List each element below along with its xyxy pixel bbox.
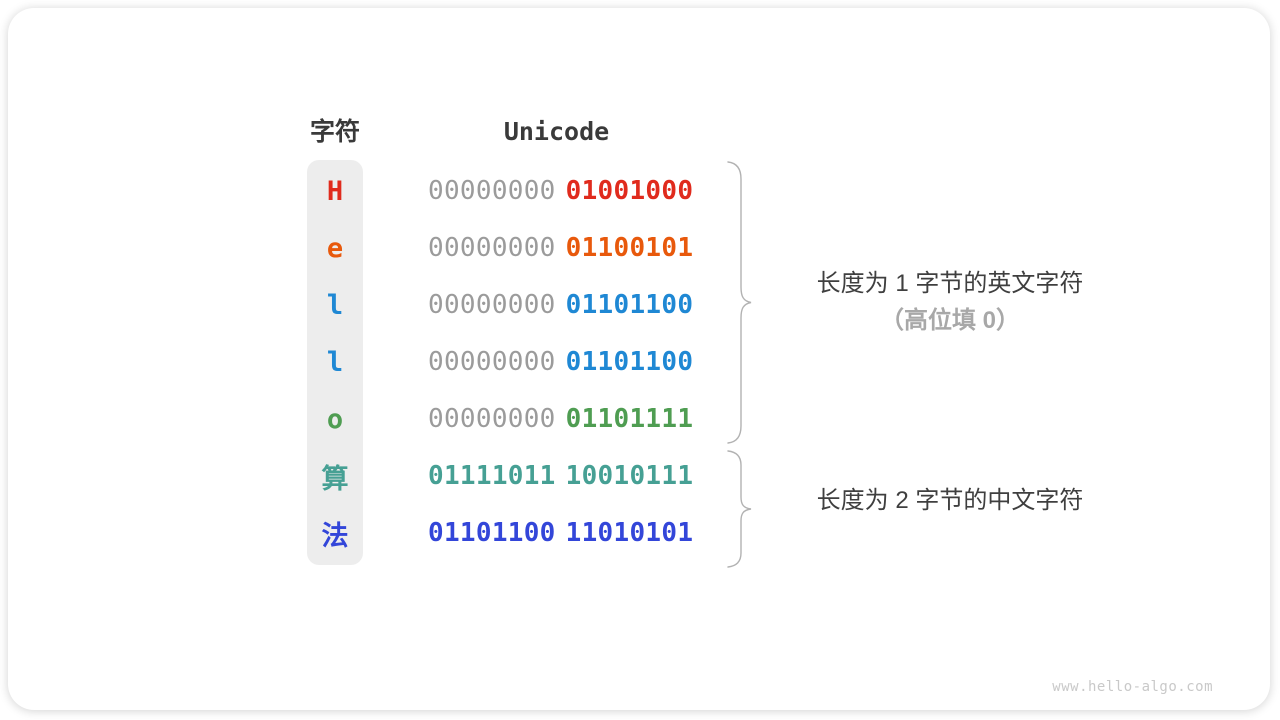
low-byte: 11010101 (565, 517, 694, 548)
low-byte: 01100101 (565, 232, 694, 263)
low-byte: 10010111 (565, 460, 694, 491)
annotation-english-line2: （高位填 0） (879, 307, 1020, 334)
unicode-binary-row: 01101100 11010101 (428, 504, 693, 561)
annotation-english-group: 长度为 1 字节的英文字符 （高位填 0） (770, 265, 1130, 339)
high-byte: 01111011 (428, 460, 556, 491)
unicode-binary-row: 00000000 01101111 (428, 390, 693, 447)
unicode-binary-column: 00000000 01001000 00000000 01100101 0000… (428, 162, 693, 561)
character-cell: e (326, 233, 344, 264)
character-cell: H (326, 176, 344, 207)
character-cell: 算 (321, 464, 349, 495)
high-byte: 00000000 (428, 175, 556, 206)
high-byte: 00000000 (428, 232, 556, 263)
annotation-english-line1: 长度为 1 字节的英文字符 (816, 270, 1084, 297)
character-cell: l (326, 347, 344, 378)
figure-card (8, 8, 1270, 710)
high-byte: 00000000 (428, 289, 556, 320)
unicode-binary-row: 00000000 01001000 (428, 162, 693, 219)
character-column: H e l l o 算 法 (307, 160, 363, 565)
unicode-column-header: Unicode (503, 117, 610, 146)
low-byte: 01101111 (565, 403, 694, 434)
low-byte: 01001000 (565, 175, 694, 206)
character-cell: o (326, 404, 344, 435)
unicode-binary-row: 00000000 01100101 (428, 219, 693, 276)
watermark: www.hello-algo.com (1052, 679, 1213, 695)
character-cell: l (326, 290, 344, 321)
unicode-binary-row: 01111011 10010111 (428, 447, 693, 504)
annotation-chinese-group: 长度为 2 字节的中文字符 (770, 482, 1130, 519)
unicode-binary-row: 00000000 01101100 (428, 333, 693, 390)
char-column-header: 字符 (309, 118, 360, 146)
high-byte: 00000000 (428, 403, 556, 434)
high-byte: 01101100 (428, 517, 556, 548)
low-byte: 01101100 (565, 289, 694, 320)
unicode-binary-row: 00000000 01101100 (428, 276, 693, 333)
character-cell: 法 (321, 521, 349, 552)
high-byte: 00000000 (428, 346, 556, 377)
low-byte: 01101100 (565, 346, 694, 377)
annotation-chinese-line1: 长度为 2 字节的中文字符 (816, 487, 1084, 514)
